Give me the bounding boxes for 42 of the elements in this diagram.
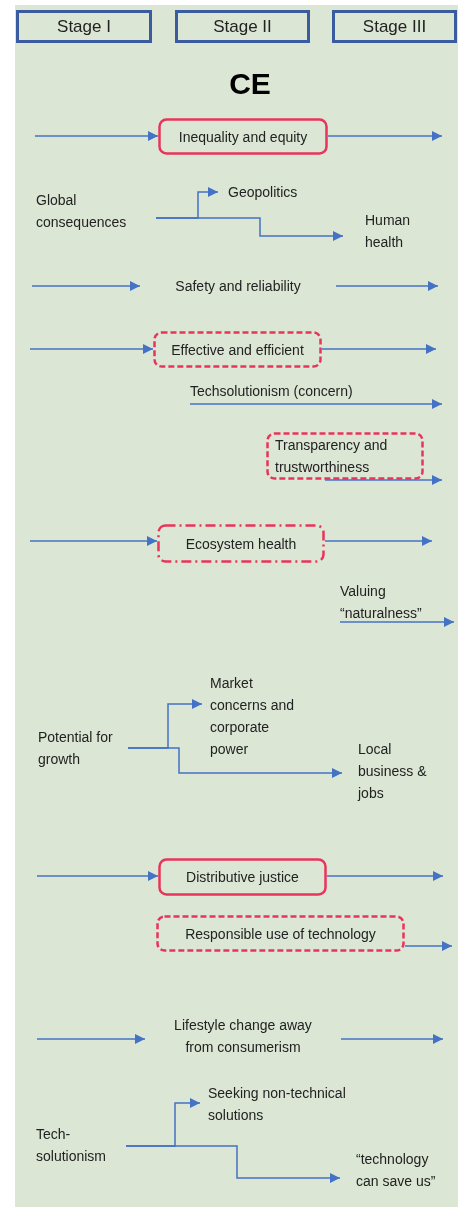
concept-box: Transparency and trustworthiness	[266, 432, 424, 480]
arrow	[324, 475, 443, 485]
concept-label: Human health	[343, 208, 448, 254]
concept-label: Safety and reliability	[140, 274, 336, 298]
arrow	[340, 1034, 444, 1044]
concept-label: Valuing “naturalness”	[340, 580, 452, 622]
arrow	[29, 536, 158, 546]
arrow	[326, 871, 444, 881]
arrow	[324, 536, 433, 546]
concept-label: Local business & jobs	[342, 740, 448, 802]
arrow	[36, 1034, 146, 1044]
concept-label: Global consequences	[36, 188, 156, 234]
concept-box: Distributive justice	[158, 858, 327, 896]
concept-label: Lifestyle change away from consumerism	[145, 1014, 341, 1058]
arrow	[321, 344, 437, 354]
arrow	[31, 281, 141, 291]
arrow	[36, 871, 159, 881]
concept-label: Seeking non-technical solutions	[200, 1081, 375, 1127]
concept-box: Ecosystem health	[157, 524, 325, 563]
arrow	[155, 217, 344, 241]
stage-header-box: Stage II	[175, 10, 310, 43]
arrow	[127, 747, 343, 778]
concept-box: Inequality and equity	[158, 118, 328, 155]
arrow	[404, 941, 453, 951]
arrow	[34, 131, 159, 141]
diagram-title: CE	[228, 66, 272, 102]
concept-label: “technology can save us”	[340, 1148, 452, 1192]
arrow	[335, 281, 439, 291]
concept-label: Potential for growth	[38, 726, 128, 770]
concept-label: Geopolitics	[218, 180, 328, 204]
arrow	[29, 344, 154, 354]
concept-label: Tech-solutionism	[36, 1123, 126, 1167]
arrow	[327, 131, 443, 141]
concept-label: Market concerns and corporate power	[202, 671, 302, 761]
concept-box: Effective and efficient	[153, 331, 322, 368]
arrow	[189, 399, 443, 409]
stage-header-box: Stage III	[332, 10, 457, 43]
concept-box: Responsible use of technology	[156, 915, 405, 952]
stage-header-box: Stage I	[16, 10, 152, 43]
arrow	[125, 1145, 341, 1183]
concept-label: Techsolutionism (concern)	[190, 380, 410, 404]
arrow	[339, 617, 455, 627]
